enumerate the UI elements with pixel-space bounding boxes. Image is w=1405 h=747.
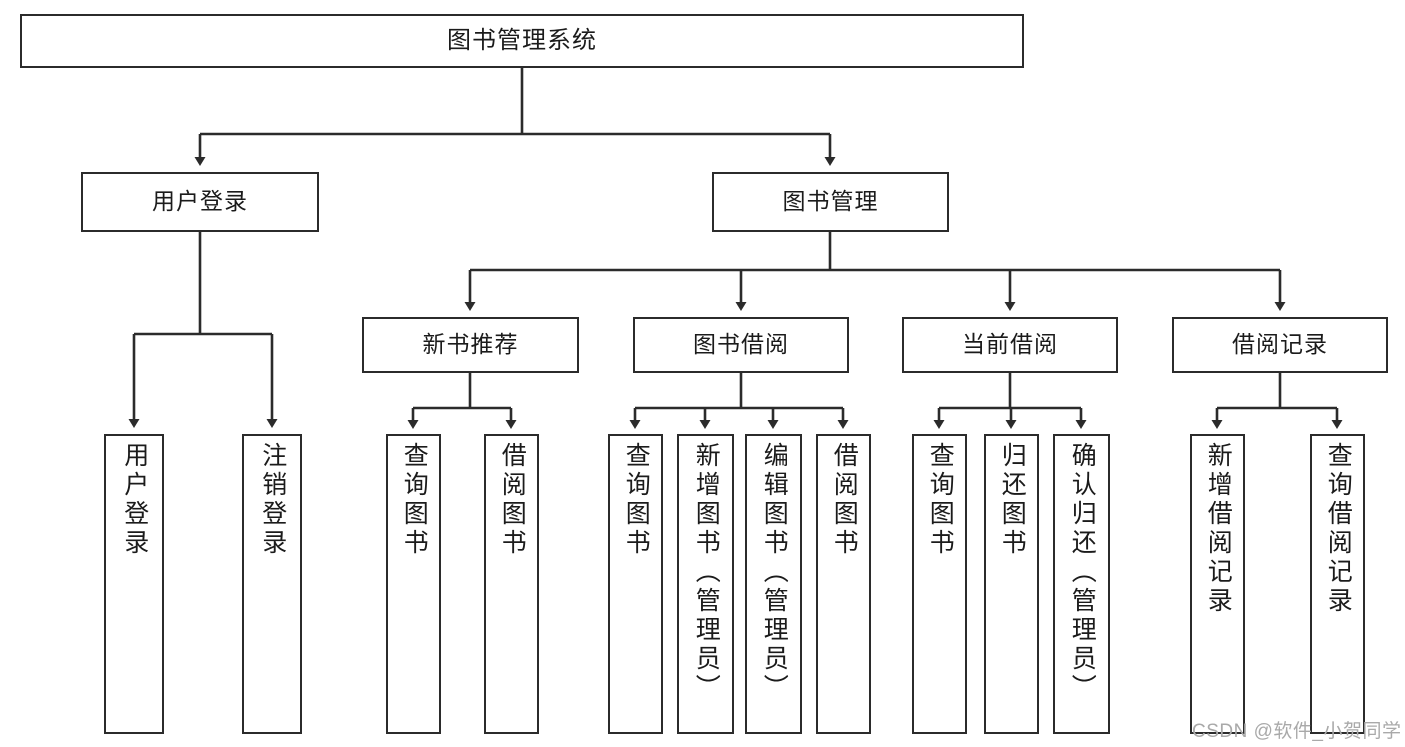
node-leaf-edit-book[interactable]: 编辑图书（管理员） <box>745 434 802 734</box>
leaf-label: 查询图书 <box>400 442 429 558</box>
node-leaf-add-book[interactable]: 新增图书（管理员） <box>677 434 734 734</box>
node-leaf-query-book-3[interactable]: 查询图书 <box>912 434 967 734</box>
node-leaf-query-book-1[interactable]: 查询图书 <box>386 434 441 734</box>
leaf-label: 借阅图书 <box>830 442 859 558</box>
node-current-borrow[interactable]: 当前借阅 <box>902 317 1118 373</box>
leaf-label: 查询图书 <box>926 442 955 558</box>
leaf-label: 注销登录 <box>258 442 287 558</box>
node-leaf-query-book-2[interactable]: 查询图书 <box>608 434 663 734</box>
leaf-label: 新增借阅记录 <box>1204 442 1233 616</box>
node-leaf-add-record[interactable]: 新增借阅记录 <box>1190 434 1245 734</box>
node-leaf-return-book[interactable]: 归还图书 <box>984 434 1039 734</box>
leaf-label: 新增图书（管理员） <box>692 442 721 703</box>
node-borrow-record[interactable]: 借阅记录 <box>1172 317 1388 373</box>
leaf-label: 查询图书 <box>622 442 651 558</box>
node-leaf-user-login[interactable]: 用户登录 <box>104 434 164 734</box>
leaf-label: 查询借阅记录 <box>1324 442 1353 616</box>
leaf-label: 用户登录 <box>120 442 149 558</box>
node-leaf-logout[interactable]: 注销登录 <box>242 434 302 734</box>
node-book-manage[interactable]: 图书管理 <box>712 172 949 232</box>
node-new-book-recommend[interactable]: 新书推荐 <box>362 317 579 373</box>
node-leaf-confirm-return[interactable]: 确认归还（管理员） <box>1053 434 1110 734</box>
node-leaf-query-record[interactable]: 查询借阅记录 <box>1310 434 1365 734</box>
csdn-watermark: CSDN @软件_小贺同学 <box>1192 721 1402 742</box>
leaf-label: 归还图书 <box>998 442 1027 558</box>
node-leaf-borrow-book-2[interactable]: 借阅图书 <box>816 434 871 734</box>
leaf-label: 编辑图书（管理员） <box>760 442 789 703</box>
node-leaf-borrow-book-1[interactable]: 借阅图书 <box>484 434 539 734</box>
leaf-label: 确认归还（管理员） <box>1068 442 1097 703</box>
leaf-label: 借阅图书 <box>498 442 527 558</box>
node-root[interactable]: 图书管理系统 <box>20 14 1024 68</box>
node-user-login[interactable]: 用户登录 <box>81 172 319 232</box>
node-book-borrow[interactable]: 图书借阅 <box>633 317 849 373</box>
